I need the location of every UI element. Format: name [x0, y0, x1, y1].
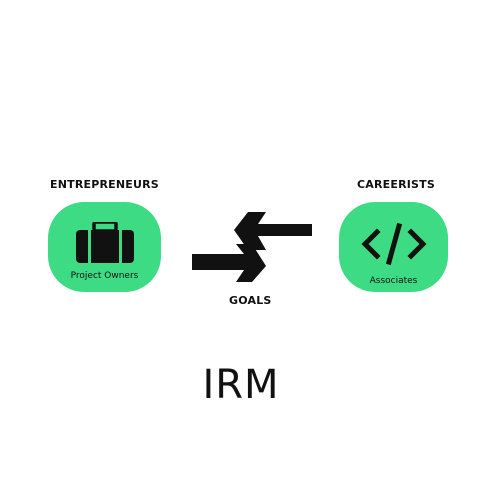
left-heading: ENTREPRENEURS	[50, 178, 159, 191]
center-label: GOALS	[229, 294, 272, 307]
left-node: Project Owners	[48, 202, 161, 292]
right-node: Associates	[339, 202, 448, 292]
briefcase-icon	[75, 222, 134, 263]
right-node-caption: Associates	[369, 276, 418, 286]
right-heading: CAREERISTS	[357, 178, 435, 191]
code-icon	[360, 222, 427, 266]
left-node-caption: Project Owners	[70, 271, 139, 281]
exchange-arrows-icon	[192, 212, 312, 282]
right-arrow-icon	[192, 244, 266, 282]
left-arrow-icon	[234, 212, 312, 250]
diagram-title: IRM	[202, 362, 280, 408]
